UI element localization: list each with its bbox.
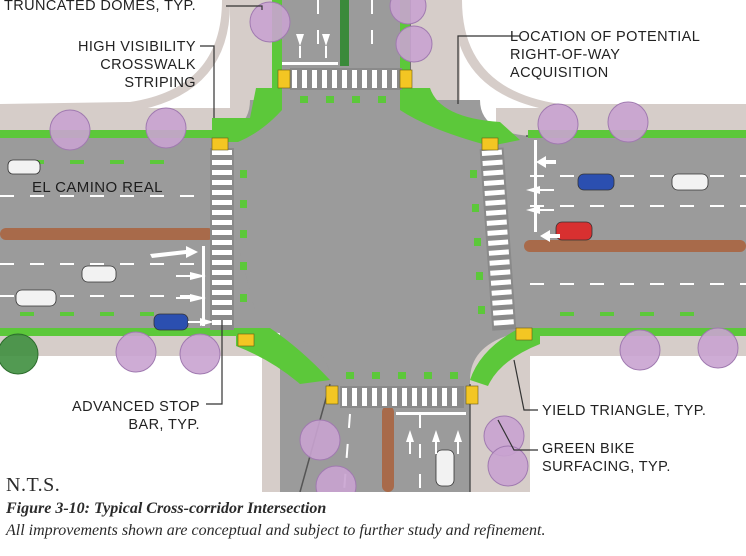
callout-truncated-domes: TRUNCATED DOMES, TYP. (4, 0, 196, 15)
callout-crosswalk-line2: CROSSWALK STRIPING (100, 57, 196, 91)
stop-bars (202, 62, 537, 415)
figure-title: Figure 3-10: Typical Cross-corridor Inte… (6, 500, 327, 517)
callout-stop-bar-line1: ADVANCED STOP (72, 399, 200, 415)
truncated-domes (211, 69, 533, 405)
trees (0, 0, 739, 492)
callout-right-of-way: LOCATION OF POTENTIAL RIGHT-OF-WAY ACQUI… (510, 28, 700, 82)
medians (0, 0, 746, 492)
pavement-arrows (150, 34, 560, 454)
crosswalk-east (479, 147, 517, 331)
callout-row-line1: LOCATION OF POTENTIAL (510, 29, 701, 45)
crosswalk-south (340, 386, 464, 408)
leader-lines (200, 5, 538, 451)
callout-truncated-domes-text: TRUNCATED DOMES, TYP. (4, 0, 197, 14)
callout-crosswalk-striping: HIGH VISIBILITY CROSSWALK STRIPING (60, 38, 196, 92)
crosswalk-west (210, 148, 234, 330)
road-label-el-camino-real: EL CAMINO REAL (32, 179, 163, 196)
vehicles (7, 159, 709, 487)
callout-advanced-stop-bar: ADVANCED STOP BAR, TYP. (50, 398, 200, 434)
callout-row-line2: RIGHT-OF-WAY (510, 47, 621, 63)
callout-bike-line1: GREEN BIKE (542, 441, 635, 457)
callout-yield-triangle-text: YIELD TRIANGLE, TYP. (542, 403, 707, 419)
callout-yield-triangle: YIELD TRIANGLE, TYP. (542, 402, 706, 420)
intersection-diagram (0, 0, 746, 492)
callout-green-bike-surfacing: GREEN BIKE SURFACING, TYP. (542, 440, 671, 476)
figure-note: All improvements shown are conceptual an… (6, 522, 546, 539)
callout-crosswalk-line1: HIGH VISIBILITY (78, 39, 196, 55)
callout-row-line3: ACQUISITION (510, 65, 609, 81)
callout-stop-bar-line2: BAR, TYP. (128, 417, 200, 433)
crosswalk-north (290, 68, 402, 90)
scale-note: N.T.S. (6, 474, 61, 496)
callout-bike-line2: SURFACING, TYP. (542, 459, 671, 475)
